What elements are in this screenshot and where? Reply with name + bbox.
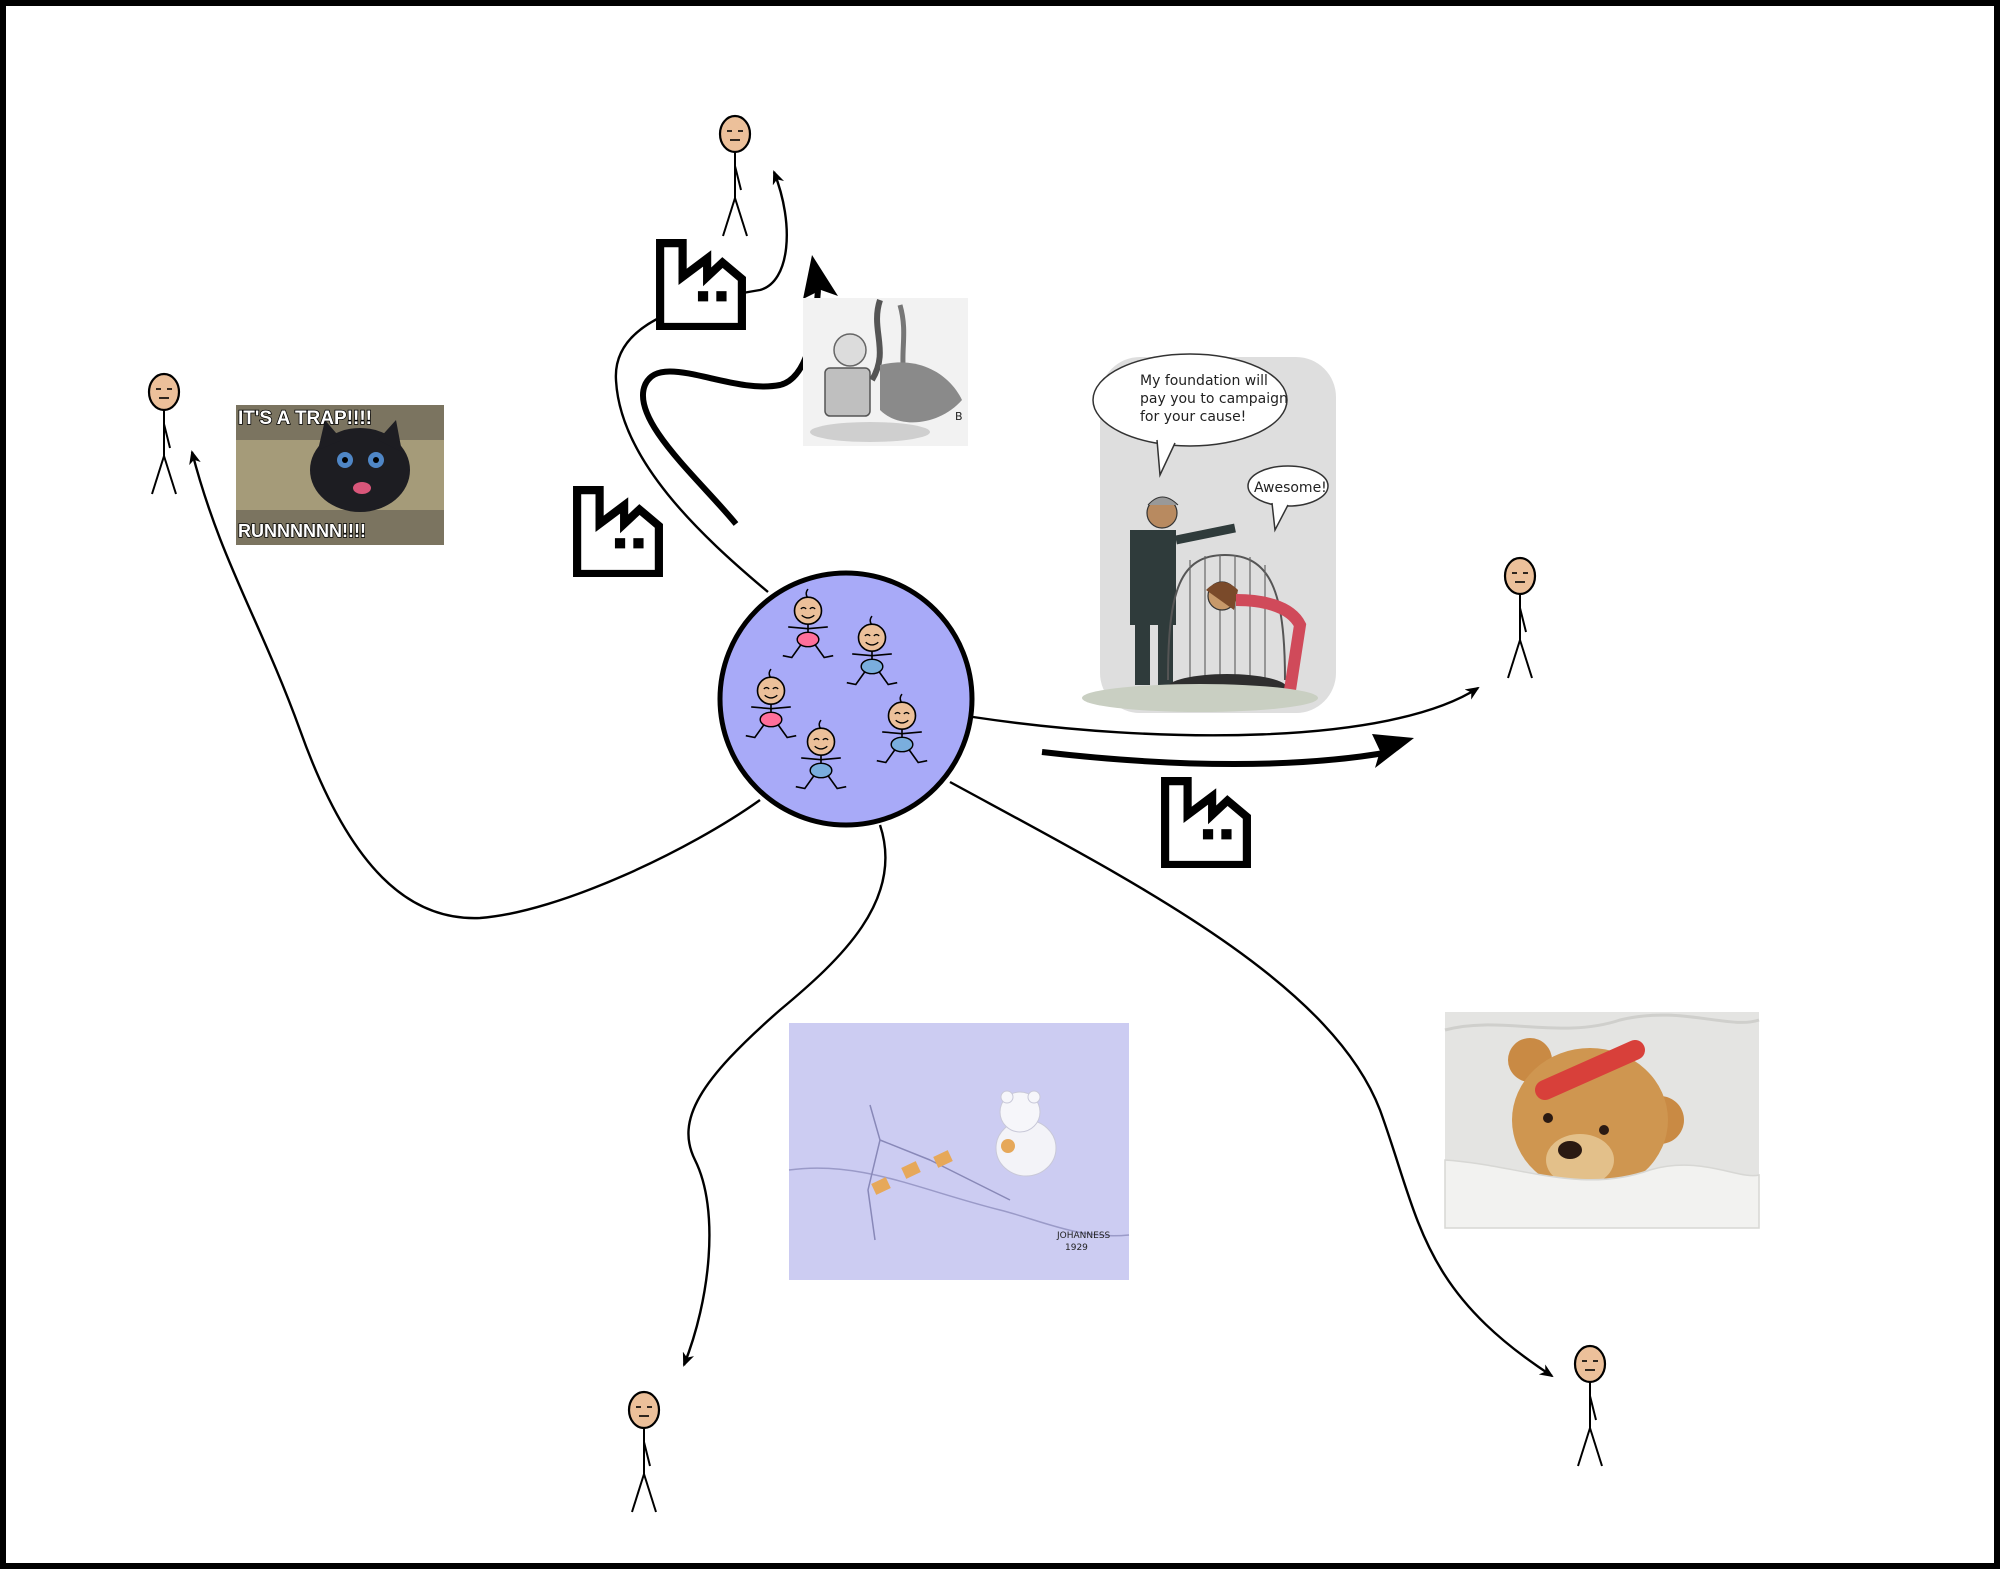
illustration-year: 1929 (1065, 1243, 1088, 1253)
flow-curve-to-top-person (614, 170, 788, 593)
kitten-meme-image: IT'S A TRAP!!!! RUNNNNNN!!!! (236, 405, 444, 545)
arrowhead-icon (803, 255, 838, 299)
flow-curve-to-bottom-person (682, 824, 887, 1367)
sketch-signature: B (955, 410, 963, 423)
person-icon (718, 114, 752, 238)
factory-icon (1165, 781, 1247, 865)
illustration-signature: JOHANNESS (1056, 1231, 1111, 1241)
meme-bottom-text: RUNNNNNN!!!! (238, 521, 366, 541)
polar-bear-illustration-image: JOHANNESS 1929 (788, 1023, 1130, 1280)
hub-group (717, 570, 975, 828)
meme-top-text: IT'S A TRAP!!!! (238, 408, 372, 429)
foundation-cartoon-image: My foundation will pay you to campaign f… (1082, 353, 1336, 713)
arrowhead-icon (1372, 734, 1414, 768)
speech-line-1: My foundation will (1140, 373, 1268, 389)
reply-text: Awesome! (1254, 480, 1327, 496)
person-icon (1573, 1344, 1607, 1468)
factory-icon (577, 490, 659, 574)
flow-curve-to-lower-right-person (949, 780, 1554, 1378)
flow-curve-to-right-person (972, 686, 1480, 737)
person-icon (1503, 556, 1537, 680)
ipad-baby-sketch-image: B (803, 298, 968, 446)
hub-circle (717, 570, 975, 828)
person-icon (147, 372, 181, 496)
bold-arrow-rightward (1041, 749, 1391, 767)
factory-icon (660, 243, 742, 327)
speech-line-2: pay you to campaign (1140, 391, 1288, 407)
teddy-bear-photo-image (1444, 1012, 1760, 1229)
person-icon (627, 1390, 661, 1514)
flow-curve-to-left-person (189, 450, 761, 920)
speech-line-3: for your cause! (1140, 409, 1246, 425)
